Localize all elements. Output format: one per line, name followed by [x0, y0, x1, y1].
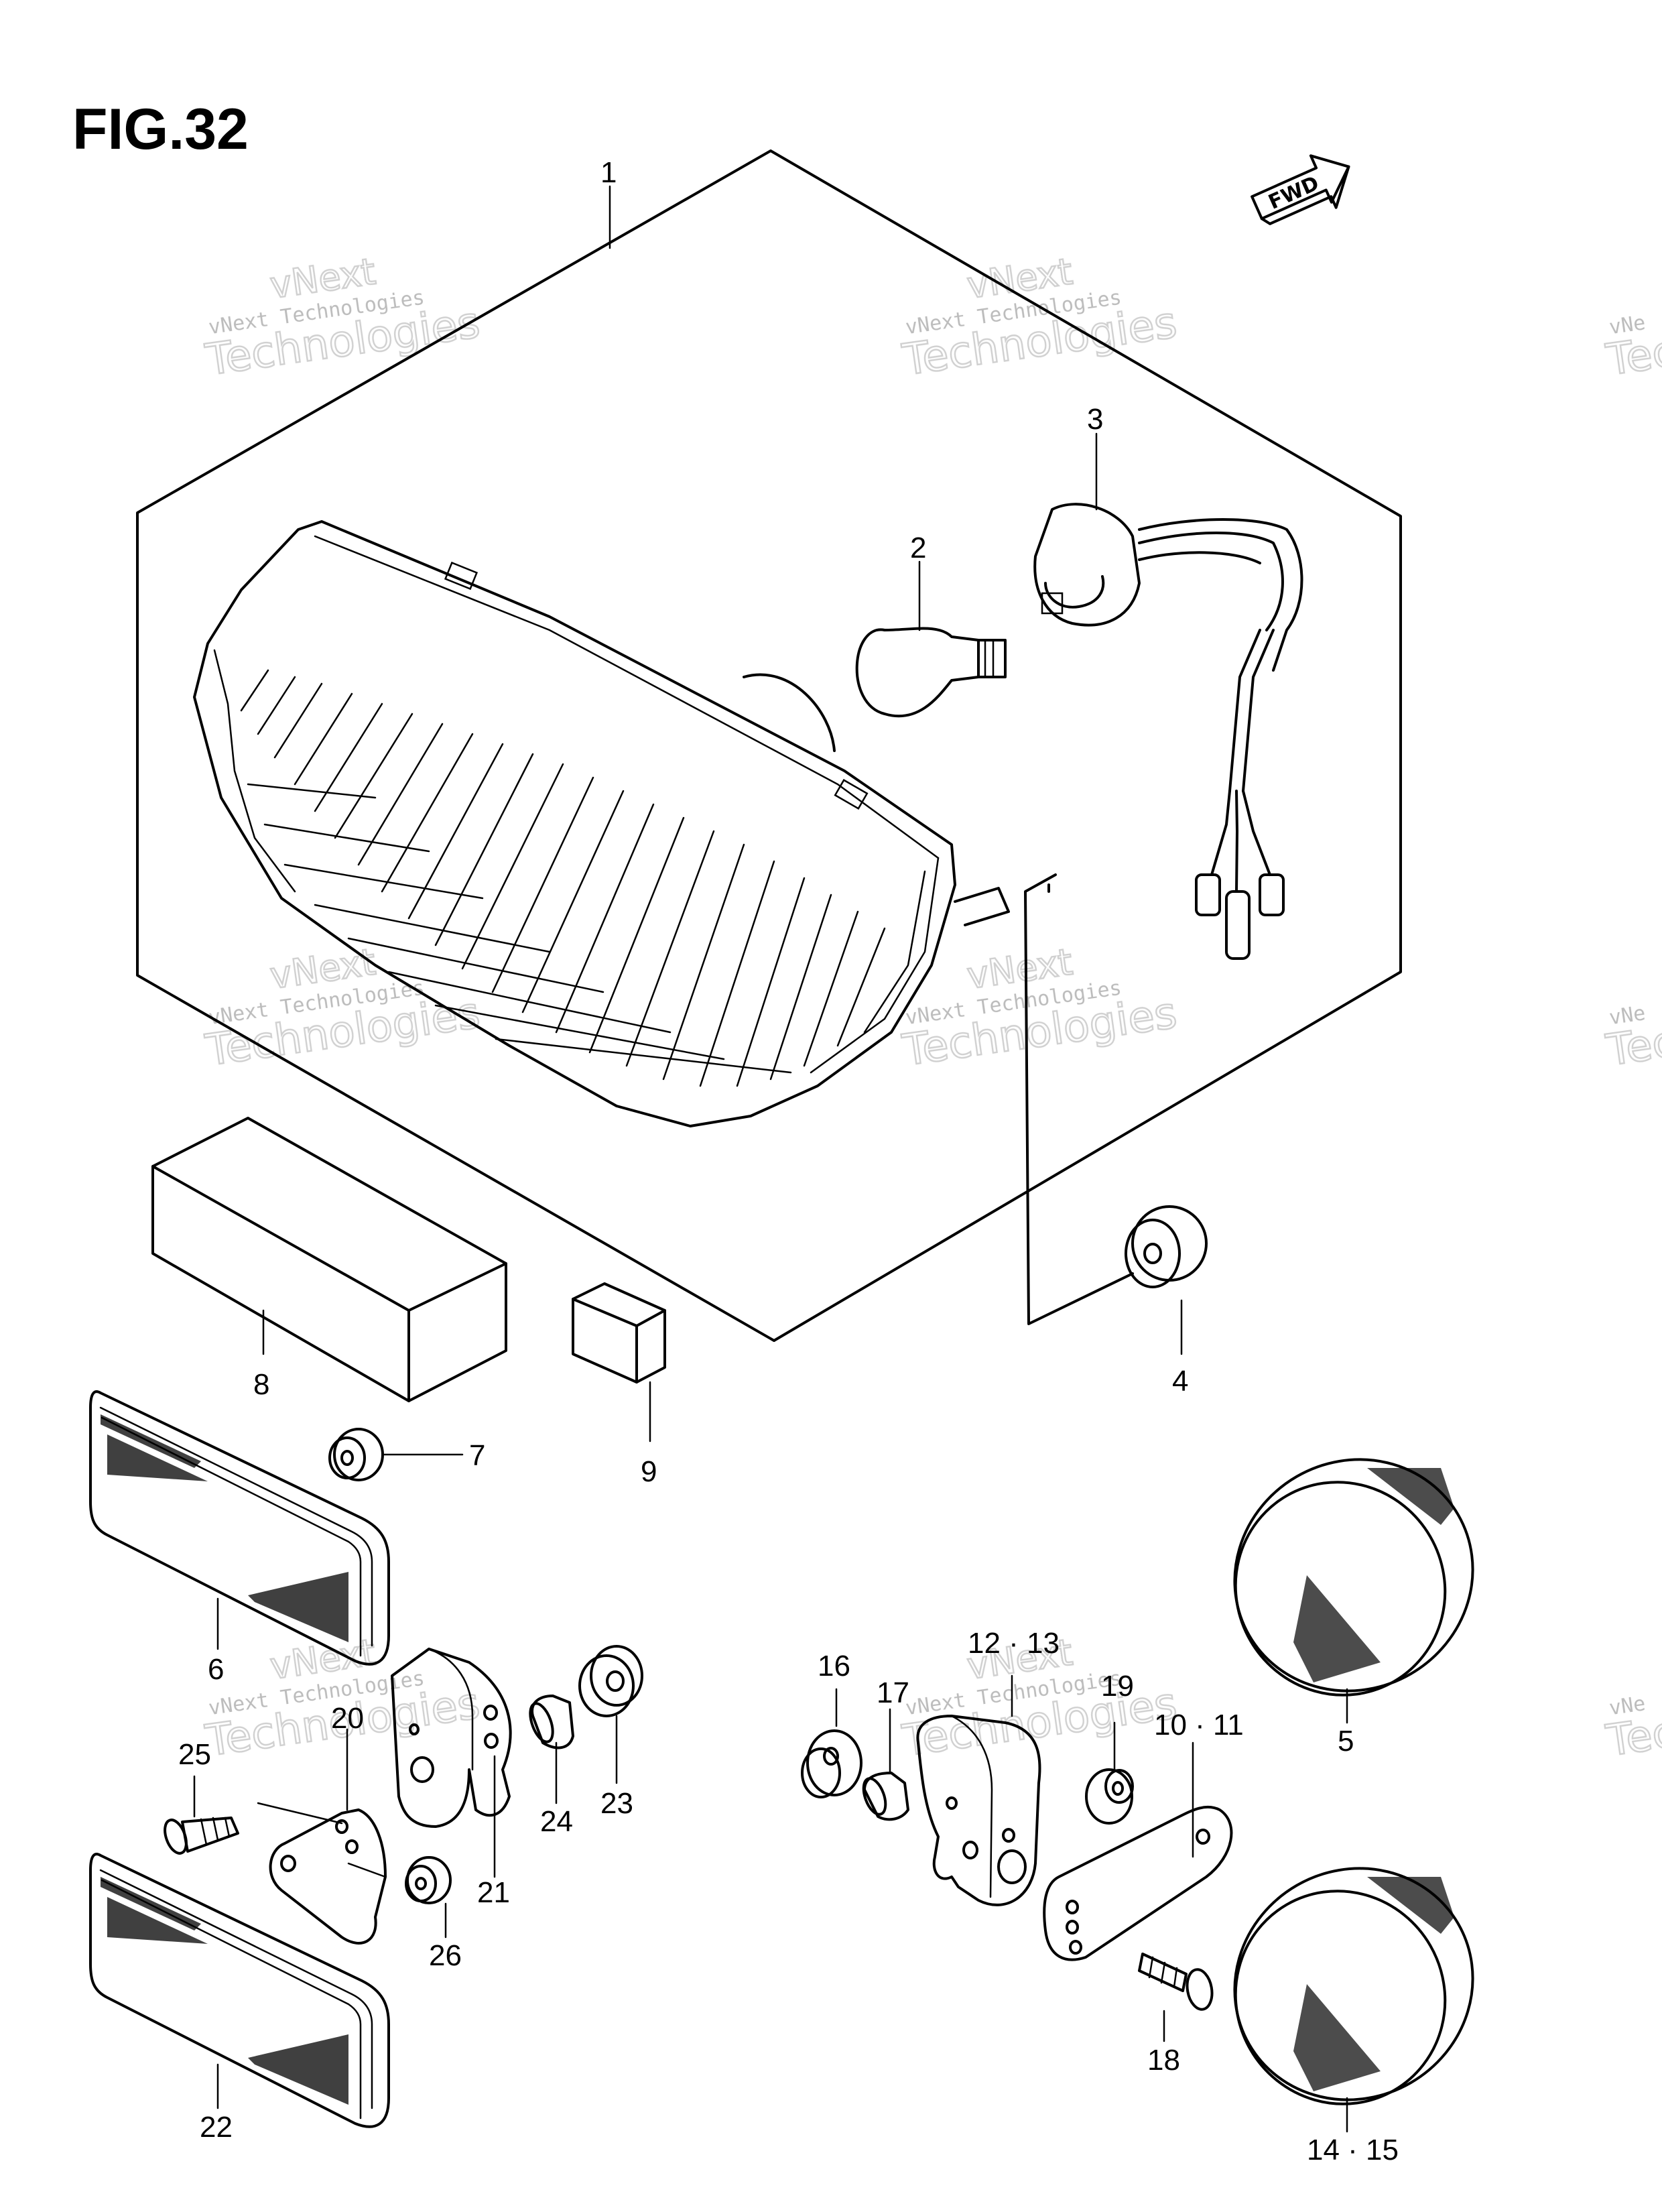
callout-26: 26 [429, 1939, 462, 1972]
screw-right [1138, 1953, 1214, 2011]
callout-2: 2 [910, 532, 926, 564]
nut-small-right [1085, 1768, 1134, 1825]
watermark-edge-line2: vNe [1608, 311, 1647, 339]
fwd-arrow-icon: FWD [1251, 154, 1350, 225]
nut [328, 1428, 384, 1481]
round-reflector-upper [1233, 1458, 1474, 1697]
callout-10-11: 10 · 11 [1154, 1709, 1244, 1741]
bracket-left [391, 1648, 512, 1828]
round-reflector-lower [1233, 1867, 1474, 2105]
leader-lines [193, 185, 1348, 2133]
callout-23: 23 [600, 1787, 633, 1820]
callout-9: 9 [641, 1455, 657, 1488]
watermark-edge-line3: Tec [1603, 1017, 1662, 1076]
cushion-block [572, 1282, 666, 1384]
callout-3: 3 [1087, 403, 1103, 436]
leader-bracket-4 [1024, 873, 1134, 1325]
callout-12-13: 12 · 13 [968, 1627, 1060, 1660]
callout-21: 21 [477, 1876, 510, 1909]
reflector-upper [89, 1390, 390, 1666]
callout-19: 19 [1101, 1670, 1134, 1703]
spacer-left [529, 1695, 574, 1749]
assembly-outline [136, 149, 1402, 1342]
reflector-lower [89, 1853, 390, 2128]
watermark-edge-line2: vNe [1608, 1001, 1647, 1030]
spacer-right [862, 1772, 909, 1821]
callout-24: 24 [540, 1805, 573, 1838]
nut-right [801, 1729, 862, 1798]
plate-right [1043, 1805, 1233, 1961]
callout-16: 16 [818, 1650, 850, 1682]
figure-title: FIG.32 [72, 97, 249, 162]
callout-22: 22 [200, 2111, 233, 2144]
callout-1: 1 [600, 156, 617, 189]
watermark-edge-line3: Tec [1603, 1707, 1662, 1766]
grommet [1125, 1205, 1208, 1288]
callout-18: 18 [1147, 2044, 1180, 2077]
watermark-edge-line2: vNe [1608, 1692, 1647, 1720]
bracket-right [916, 1715, 1041, 1906]
tail-lamp-housing [193, 520, 1010, 1127]
callout-labels: 1 2 3 4 5 6 7 8 9 10 · 11 12 · 13 14 · 1… [178, 156, 1399, 2166]
callout-14-15: 14 · 15 [1307, 2134, 1399, 2166]
callout-5: 5 [1338, 1725, 1354, 1758]
callout-4: 4 [1172, 1365, 1188, 1398]
callout-8: 8 [253, 1368, 269, 1401]
bulb-socket-harness [1033, 503, 1303, 960]
screw-left [164, 1817, 239, 1855]
watermark-group: vNext vNext Technologies Technologies vN… [202, 249, 1662, 1767]
callout-20: 20 [331, 1702, 364, 1735]
callout-6: 6 [208, 1653, 224, 1686]
bulb [855, 627, 1007, 718]
foam-block [151, 1117, 507, 1402]
callout-25: 25 [178, 1738, 211, 1771]
plate-left [269, 1808, 387, 1945]
watermark-edge-line3: Tec [1603, 326, 1662, 385]
lens-ribs [240, 669, 886, 1087]
callout-7: 7 [469, 1439, 485, 1472]
washer-left [578, 1645, 643, 1717]
nut-lower-left [405, 1856, 452, 1904]
callout-17: 17 [877, 1676, 909, 1709]
